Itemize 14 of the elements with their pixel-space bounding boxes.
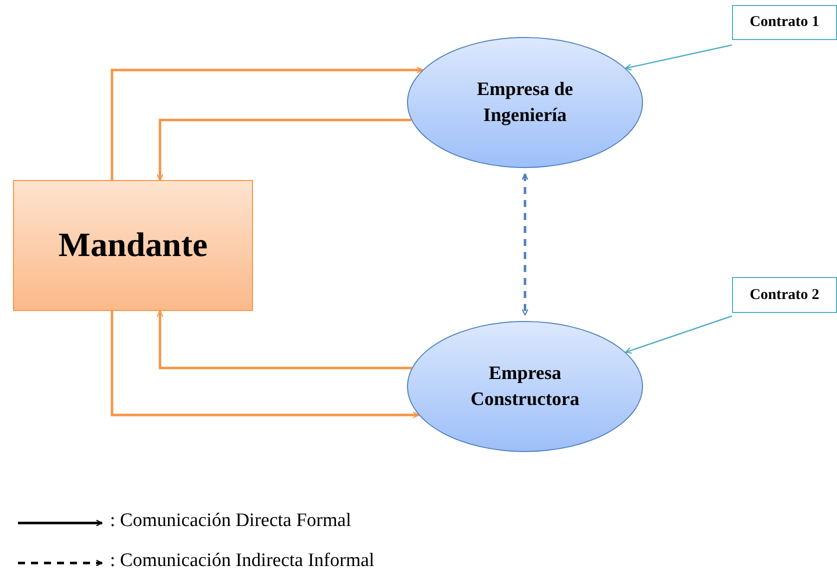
contract-box: Contrato 1 (732, 5, 837, 40)
principal-box: Mandante (13, 180, 253, 311)
contract-box: Contrato 2 (732, 277, 837, 313)
arrow (522, 173, 528, 316)
arrow (110, 311, 420, 418)
legend-text: : Comunicación Directa Formal (110, 510, 352, 532)
company-ellipse: Empresa de Ingeniería (407, 37, 643, 168)
arrow (110, 66, 424, 180)
legend-text: : Comunicación Indirecta Informal (110, 550, 374, 572)
arrow (156, 310, 412, 370)
arrow (625, 44, 732, 70)
arrow (625, 315, 732, 354)
arrow (156, 118, 412, 181)
company-ellipse: Empresa Constructora (407, 321, 643, 452)
